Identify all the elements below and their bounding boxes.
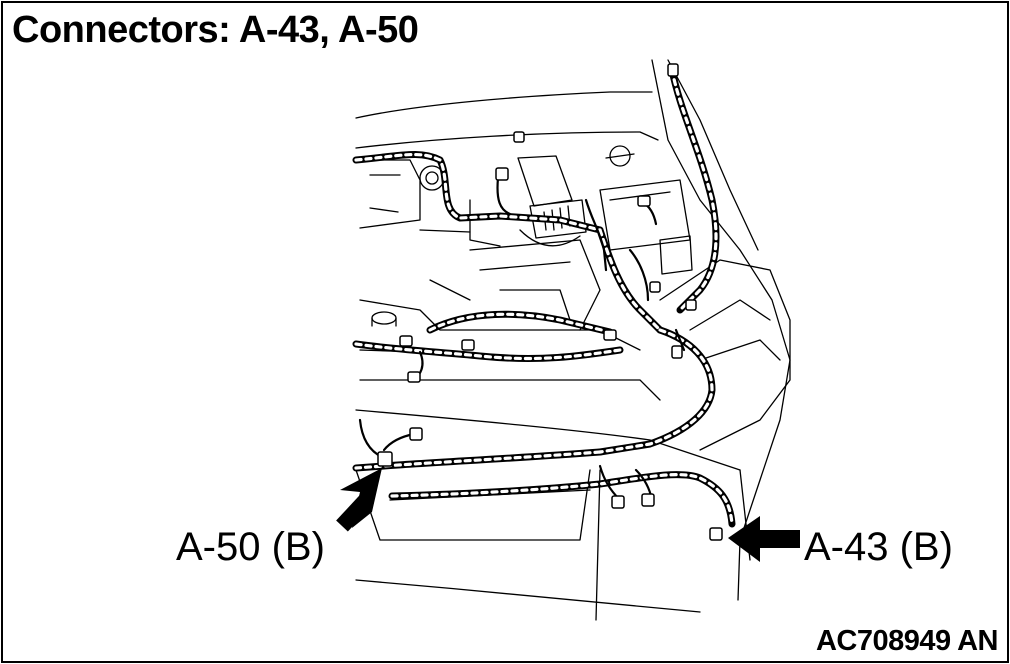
- wiring-harness: [352, 63, 736, 541]
- page-title: Connectors: A-43, A-50: [12, 9, 419, 51]
- arrow-icon: [336, 468, 800, 562]
- vehicle-body-outline: [355, 59, 791, 621]
- figure-id: AC708949 AN: [815, 625, 999, 657]
- callout-a50-label: A-50 (B): [176, 525, 325, 569]
- callout-a43-label: A-43 (B): [804, 525, 953, 569]
